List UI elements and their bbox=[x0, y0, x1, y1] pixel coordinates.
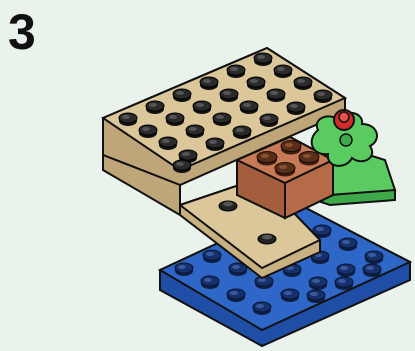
lego-build-step-icon bbox=[0, 0, 415, 351]
